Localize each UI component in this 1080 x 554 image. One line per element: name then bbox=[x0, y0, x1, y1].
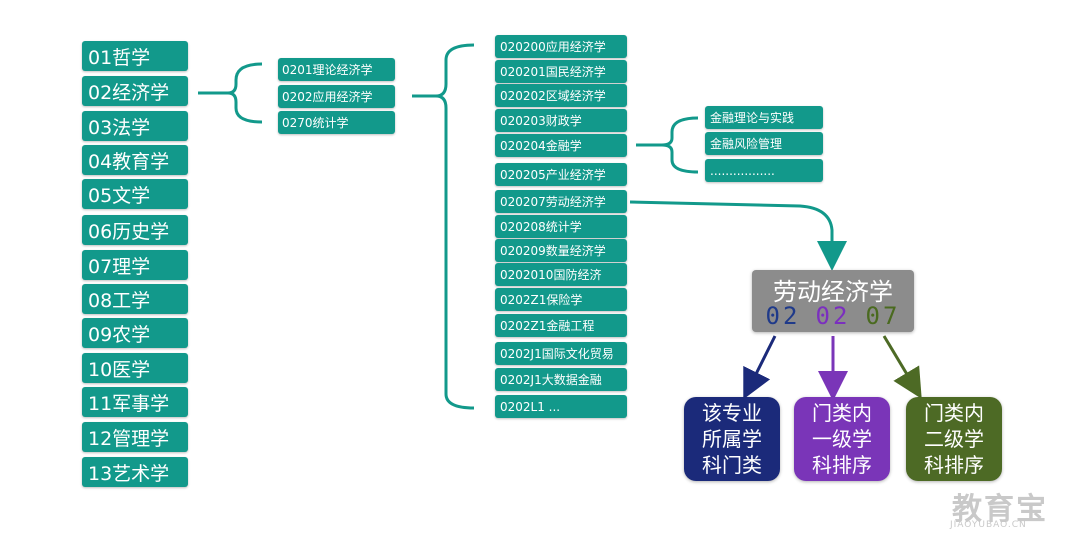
level1-item: 01哲学 bbox=[82, 41, 188, 71]
watermark-url: JIAOYUBAO.CN bbox=[950, 520, 1027, 530]
watermark-logo: 教育宝 bbox=[952, 492, 1048, 527]
level1-item: 06历史学 bbox=[82, 215, 188, 245]
brace-level3-to-level4 bbox=[636, 116, 699, 174]
code-part-first-level: 02 bbox=[815, 302, 851, 330]
level1-item: 05文学 bbox=[82, 179, 188, 209]
level3-item: 020204金融学 bbox=[495, 134, 627, 157]
level3-item: 020205产业经济学 bbox=[495, 163, 627, 186]
level1-item: 08工学 bbox=[82, 284, 188, 314]
level3-item: 0202010国防经济 bbox=[495, 263, 627, 286]
example-code: 02 02 07 bbox=[752, 302, 914, 330]
level1-item: 13艺术学 bbox=[82, 457, 188, 487]
code-part-second-level: 07 bbox=[865, 302, 901, 330]
level1-item: 04教育学 bbox=[82, 145, 188, 175]
level1-item: 12管理学 bbox=[82, 422, 188, 452]
level3-item: 0202J1国际文化贸易 bbox=[495, 342, 627, 365]
level2-item: 0270统计学 bbox=[278, 111, 395, 134]
level3-item: 020207劳动经济学 bbox=[495, 190, 627, 213]
arrow-code-3 bbox=[882, 335, 922, 399]
arrow-code-1 bbox=[743, 335, 777, 400]
level1-item: 10医学 bbox=[82, 353, 188, 383]
explanation-first-level: 门类内 一级学 科排序 bbox=[794, 397, 890, 481]
arrow-to-example bbox=[629, 200, 847, 271]
explanation-second-level: 门类内 二级学 科排序 bbox=[906, 397, 1002, 481]
level3-item: 0202J1大数据金融 bbox=[495, 368, 627, 391]
explanation-category: 该专业 所属学 科门类 bbox=[684, 397, 780, 481]
level1-item: 03法学 bbox=[82, 111, 188, 141]
level3-item: 020208统计学 bbox=[495, 215, 627, 238]
level3-item: 020201国民经济学 bbox=[495, 60, 627, 83]
level3-item: 0202Z1保险学 bbox=[495, 288, 627, 311]
level3-item: 020209数量经济学 bbox=[495, 239, 627, 262]
level3-item: 020203财政学 bbox=[495, 109, 627, 132]
level4-item: 金融理论与实践 bbox=[705, 106, 823, 129]
level1-item: 09农学 bbox=[82, 318, 188, 348]
code-part-category: 02 bbox=[765, 302, 801, 330]
level3-item: 020200应用经济学 bbox=[495, 35, 627, 58]
level3-item: 0202Z1金融工程 bbox=[495, 314, 627, 337]
level1-item: 02经济学 bbox=[82, 76, 188, 106]
level3-item: 020202区域经济学 bbox=[495, 84, 627, 107]
example-title: 劳动经济学 bbox=[773, 278, 893, 306]
brace-level1-to-level2 bbox=[198, 62, 263, 124]
level2-item: 0202应用经济学 bbox=[278, 85, 395, 108]
level4-item: 金融风险管理 bbox=[705, 132, 823, 155]
level1-item: 07理学 bbox=[82, 250, 188, 280]
level2-item: 0201理论经济学 bbox=[278, 58, 395, 81]
level4-item: ................. bbox=[705, 159, 823, 182]
level1-item: 11军事学 bbox=[82, 387, 188, 417]
example-title-box: 劳动经济学 02 02 07 bbox=[752, 270, 914, 332]
level3-item: 0202L1 ... bbox=[495, 395, 627, 418]
brace-level2-to-level3 bbox=[412, 43, 475, 410]
